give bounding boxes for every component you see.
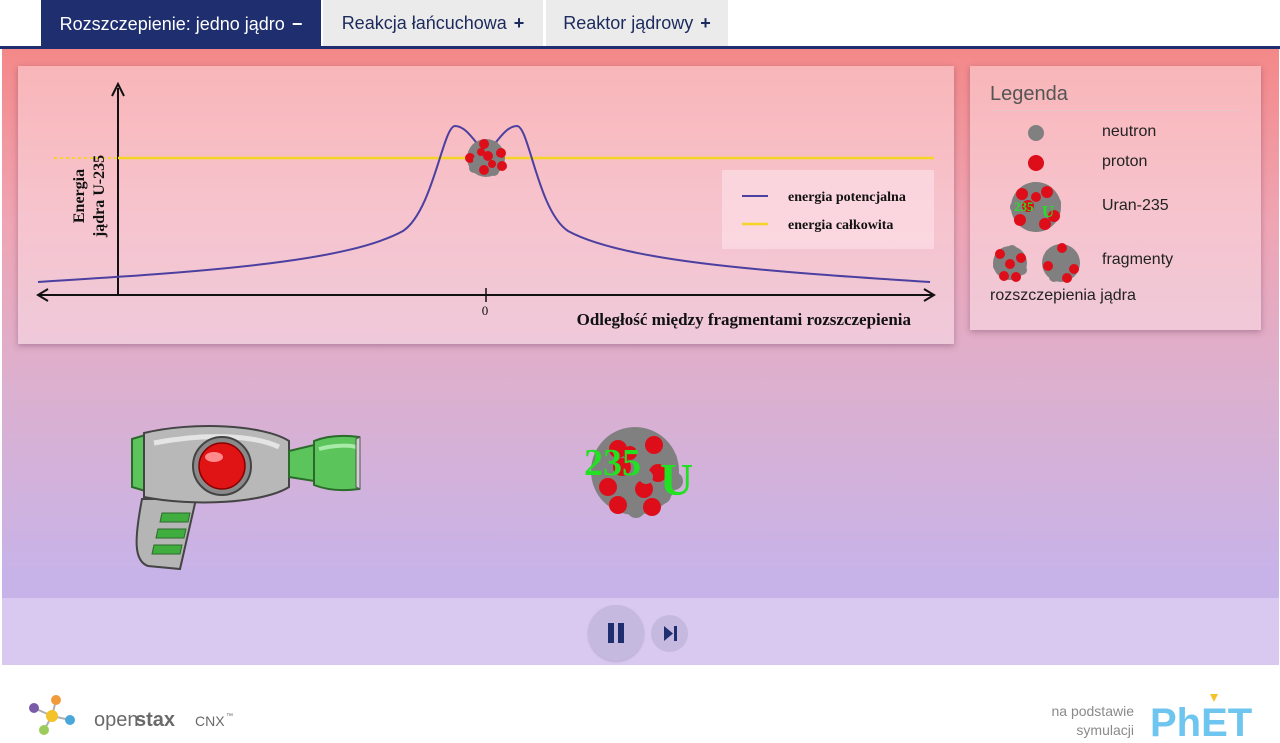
- fire-button[interactable]: [198, 442, 246, 490]
- legend-proton-label: proton: [1102, 153, 1148, 170]
- tab-label: Reaktor jądrowy: [563, 12, 694, 33]
- simulation-area: energia potencjalna energia całkowita 0 …: [2, 49, 1279, 665]
- gun-barrel: [313, 434, 360, 492]
- x-axis-right-arrow: [923, 288, 936, 302]
- legend-fragments-label-line2: rozszczepienia jądra: [990, 287, 1136, 304]
- button-highlight: [205, 452, 223, 462]
- origin-label: 0: [482, 303, 489, 318]
- uranium-icon: 235 U: [1010, 182, 1061, 232]
- nucleus-symbol: U: [660, 454, 693, 505]
- tab-underline: [0, 46, 1280, 49]
- gun-nozzle: [288, 443, 315, 483]
- legend-uranium-label: Uran-235: [1102, 197, 1169, 214]
- credit-line-2: symulacji: [1076, 722, 1134, 738]
- tab-nuclear-reactor[interactable]: Reaktor jądrowy +: [546, 0, 728, 46]
- x-axis-left-arrow: [36, 288, 49, 302]
- pause-button[interactable]: [588, 605, 644, 661]
- tab-single-nucleus[interactable]: Rozszczepienie: jedno jądro −: [41, 0, 321, 48]
- grip-stripe: [151, 544, 183, 555]
- neutron: [631, 454, 649, 472]
- collapse-icon: −: [291, 13, 303, 34]
- neutron: [639, 470, 653, 484]
- graph-legend-total-label: energia całkowita: [788, 218, 893, 233]
- legend-divider: [990, 110, 1242, 111]
- x-axis-label: Odległość między fragmentami rozszczepie…: [577, 310, 912, 329]
- grip-stripe: [155, 528, 187, 539]
- graph-legend-potential-label: energia potencjalna: [788, 190, 906, 205]
- barrel-tip: [355, 436, 361, 490]
- mini-nucleus-icon: [465, 139, 507, 177]
- uranium-nucleus[interactable]: 235 U: [578, 419, 738, 529]
- proton: [643, 498, 661, 516]
- openstax-logo-icon: open stax CNX ™: [29, 695, 233, 735]
- nucleus-mass-number: 235: [584, 442, 641, 484]
- tab-label: Reakcja łańcuchowa: [341, 12, 507, 33]
- uranium-icon-symbol: U: [1042, 202, 1054, 221]
- step-icon: [664, 626, 677, 641]
- expand-icon: +: [513, 12, 525, 33]
- proton: [599, 478, 617, 496]
- phet-credit-text: na podstawie symulacji: [1051, 702, 1134, 740]
- tab-bar: Rozszczepienie: jedno jądro − Reakcja ła…: [0, 0, 1280, 49]
- phet-logo[interactable]: PhET: [1148, 692, 1268, 742]
- proton: [623, 446, 637, 460]
- neutron-gun[interactable]: [114, 421, 374, 581]
- expand-icon: +: [700, 12, 711, 33]
- neutron: [665, 472, 683, 490]
- legend-title: Legenda: [990, 83, 1068, 105]
- fragments-icon: [993, 243, 1080, 283]
- proton: [609, 440, 627, 458]
- y-axis-label-line1: Energia: [71, 169, 88, 223]
- tab-label: Rozszczepienie: jedno jądro: [59, 13, 285, 34]
- proton: [645, 436, 663, 454]
- neutron: [659, 450, 677, 468]
- y-axis-label-line2: jądra U-235: [91, 155, 108, 238]
- credit-line-1: na podstawie: [1051, 703, 1134, 719]
- step-button[interactable]: [651, 615, 688, 652]
- pause-icon: [608, 623, 624, 643]
- neutron: [595, 458, 613, 476]
- openstax-cnx-text: CNX: [195, 713, 225, 729]
- barrel-highlight: [318, 443, 357, 451]
- energy-graph-panel: energia potencjalna energia całkowita 0 …: [18, 66, 954, 344]
- uranium-icon-mass: 235: [1014, 199, 1034, 214]
- neutron: [653, 486, 671, 504]
- energy-graph: energia potencjalna energia całkowita 0 …: [36, 81, 936, 329]
- openstax-open-text: open: [94, 709, 139, 731]
- openstax-tm-text: ™: [226, 713, 233, 720]
- phet-logo-accent: [1210, 694, 1218, 702]
- phet-logo-text: PhET: [1150, 701, 1252, 742]
- legend-neutron-label: neutron: [1102, 123, 1157, 140]
- proton: [649, 464, 667, 482]
- openstax-stax-text: stax: [135, 709, 175, 731]
- neutron-icon: [1028, 125, 1044, 141]
- proton: [609, 496, 627, 514]
- grip-stripe: [159, 512, 191, 523]
- openstax-cnx-logo[interactable]: open stax CNX ™: [22, 690, 252, 738]
- tab-chain-reaction[interactable]: Reakcja łańcuchowa +: [323, 0, 543, 46]
- y-axis-arrow: [111, 81, 125, 97]
- proton: [613, 458, 631, 476]
- legend-icons: 235 U: [993, 125, 1080, 283]
- neutron: [617, 482, 635, 500]
- legend-fragments-label: fragmenty: [1102, 251, 1174, 268]
- graph-legend-box: [722, 170, 934, 249]
- neutron: [627, 430, 645, 448]
- neutron: [627, 500, 645, 518]
- legend-panel: Legenda 235 U: [970, 66, 1261, 330]
- proton: [635, 480, 653, 498]
- proton-icon: [1028, 155, 1044, 171]
